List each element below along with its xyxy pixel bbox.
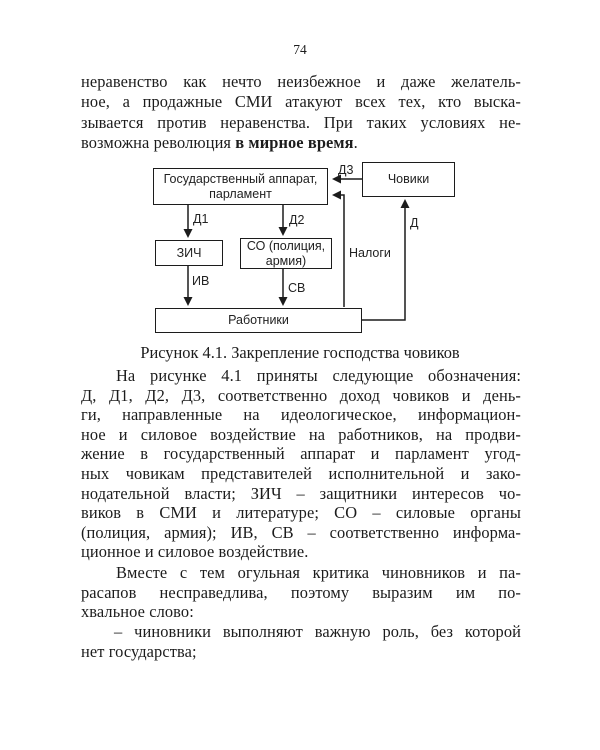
text-line: (полиция, армия); ИВ, СВ – соответственн… [81,522,521,542]
bold-text-segment: в мирное время [235,133,354,153]
text-line: Вместе с тем огульная критика чиновников… [116,563,521,582]
box-state-apparatus: Государственный аппарат, парламент [153,168,328,205]
text-line: ных човикам представителей исполнительно… [81,463,521,483]
text-line: возможна революция в мирное время. [81,133,521,153]
box-zich: ЗИЧ [155,240,223,266]
text-line: расапов несправедлива, поэтому выразим и… [81,582,521,602]
text-line: ги, направленные на идеологическое, инфо… [81,405,521,425]
paragraph-1: неравенство как нечто неизбежное и даже … [81,72,521,154]
arrow-label-d3: Д3 [338,163,354,177]
text-line: ное и силовое воздействие на работников,… [81,424,521,444]
text-line: нодательной власти; ЗИЧ – защитники инте… [81,483,521,503]
text-segment: возможна революция [81,133,236,153]
text-line: зывается против неравенства. При таких у… [81,112,521,132]
box-workers: Работники [155,308,362,333]
box-label-line: ЗИЧ [176,245,202,260]
box-label-line: парламент [209,186,272,201]
text-line: неравенство как нечто неизбежное и даже … [81,72,521,91]
box-label-line: армия) [265,253,307,268]
box-so: СО (полиция, армия) [240,238,332,269]
arrow-taxes [332,190,345,307]
arrow-label-taxes: Налоги [349,246,391,260]
text-line: На рисунке 4.1 приняты следующие обознач… [116,366,521,385]
paragraph-2: На рисунке 4.1 приняты следующие обознач… [81,366,521,562]
box-choviki: Човики [362,162,455,197]
arrow-label-d2: Д2 [289,213,305,227]
page-number: 74 [293,42,307,57]
box-label-line: СО (полиция, [246,238,326,253]
arrow-label-d1: Д1 [193,212,209,226]
text-segment: . [353,133,358,153]
box-label-line: Работники [228,313,289,327]
text-line: Д, Д1, Д2, Д3, соответственно доход чови… [81,385,521,405]
arrow-label-d: Д [410,216,419,230]
text-line: виков в СМИ и литературе; СО – силовые о… [81,503,521,523]
paragraph-3-4: Вместе с тем огульная критика чиновников… [81,563,521,662]
box-label-line: Государственный аппарат, [163,171,318,186]
arrow-label-iv: ИВ [192,274,210,288]
text-line: нет государства; [81,641,197,661]
text-line: ционное и силовое воздействие. [81,542,309,562]
box-label-line: Човики [387,172,430,186]
text-line: – чиновники выполняют важную роль, без к… [114,622,521,642]
text-line: хвальное слово: [81,602,194,622]
arrow-d [362,199,410,321]
text-line: жение в государственный аппарат и парлам… [81,444,521,464]
figure-caption: Рисунок 4.1. Закрепление господства чови… [140,343,460,362]
arrow-label-sv: СВ [288,281,306,295]
text-line: ное, а продажные СМИ атакуют всех тех, к… [81,92,521,112]
